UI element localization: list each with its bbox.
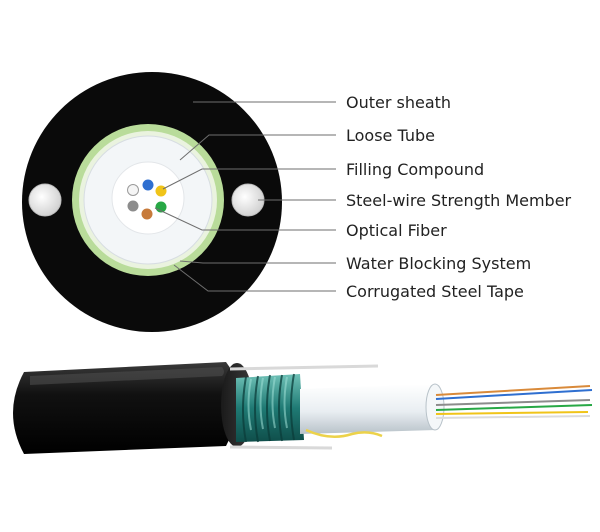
label-water-blocking-system: Water Blocking System <box>346 254 531 273</box>
side-view <box>13 362 593 454</box>
side-water-blocking-yarn <box>305 428 383 438</box>
side-fiber-orange <box>435 385 591 396</box>
side-tape-highlights <box>247 376 288 431</box>
leader-optical-fiber <box>154 207 336 231</box>
side-loose-tube-end <box>425 383 445 431</box>
fiber-yellow <box>155 185 167 197</box>
side-fiber-yellow <box>435 411 589 415</box>
side-tape-corrugations <box>242 373 295 443</box>
fiber-brown <box>141 208 153 220</box>
side-strength-wire-top <box>229 364 379 371</box>
side-corrugated-tape <box>236 374 304 442</box>
filling-compound <box>111 161 185 235</box>
label-corrugated-steel-tape: Corrugated Steel Tape <box>346 282 524 301</box>
label-filling-compound: Filling Compound <box>346 160 484 179</box>
cross-section <box>22 72 282 332</box>
label-outer-sheath: Outer sheath <box>346 93 451 112</box>
label-optical-fiber: Optical Fiber <box>346 221 447 240</box>
side-fiber-blue <box>435 389 593 400</box>
side-outer-sheath <box>13 362 239 454</box>
leader-water-blocking <box>179 260 336 264</box>
leader-loose-tube <box>179 134 336 161</box>
callout-labels: Outer sheath Loose Tube Filling Compound… <box>346 93 572 301</box>
side-sheath-highlight <box>30 367 224 385</box>
leader-lines <box>154 101 336 292</box>
side-fiber-gray <box>435 399 591 406</box>
side-strength-wire-bottom <box>229 445 333 450</box>
side-loose-tube <box>300 384 436 434</box>
side-optical-fibers <box>435 385 593 419</box>
label-loose-tube: Loose Tube <box>346 126 435 145</box>
strength-wire-left <box>28 183 62 217</box>
fiber-gray <box>127 200 139 212</box>
fiber-blue <box>142 179 154 191</box>
leader-filling-compound <box>162 168 336 190</box>
label-steel-wire-strength-member: Steel-wire Strength Member <box>346 191 572 210</box>
fiber-white <box>127 184 139 196</box>
side-fiber-green <box>435 404 593 411</box>
leader-corrugated-tape <box>173 264 336 292</box>
side-fiber-white <box>435 415 591 419</box>
